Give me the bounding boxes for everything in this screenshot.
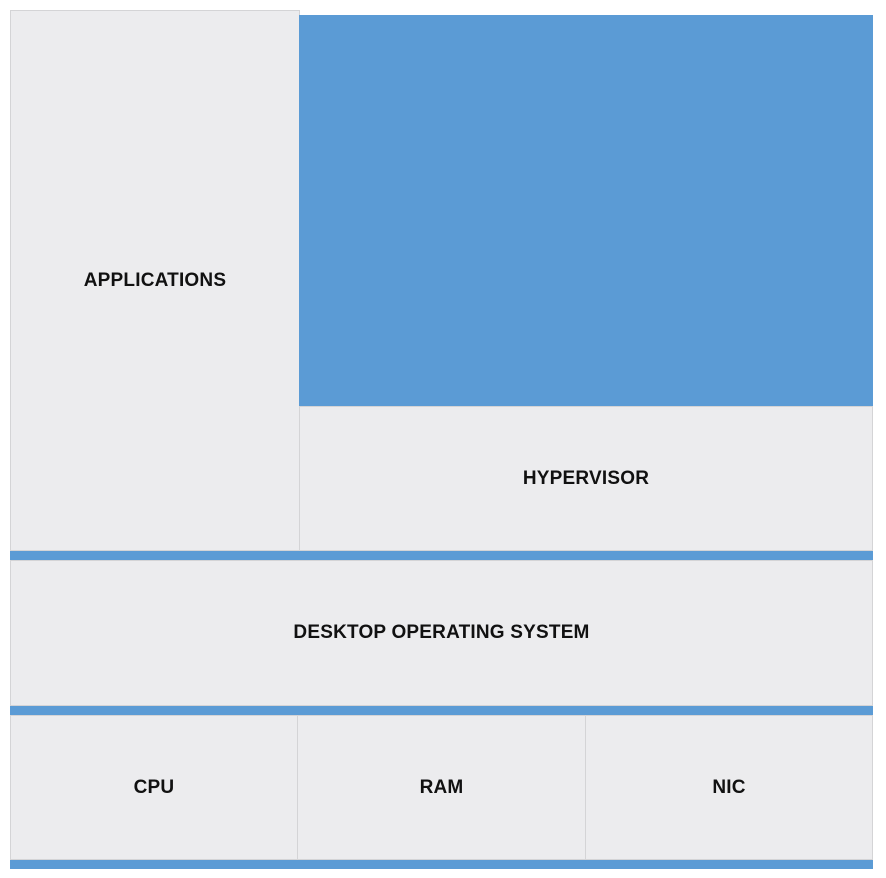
- cpu-component: CPU: [10, 715, 298, 860]
- layer-divider-middle: [10, 706, 873, 715]
- layer-divider-top: [10, 551, 873, 560]
- hypervisor-layer: HYPERVISOR: [299, 406, 873, 551]
- desktop-os-label: DESKTOP OPERATING SYSTEM: [293, 622, 590, 643]
- cpu-label: CPU: [133, 776, 175, 798]
- hypervisor-label: HYPERVISOR: [522, 467, 650, 489]
- nic-component: NIC: [585, 715, 873, 860]
- layer-divider-bottom: [10, 860, 873, 869]
- applications-layer: APPLICATIONS: [10, 10, 300, 551]
- ram-label: RAM: [419, 776, 464, 798]
- applications-label: APPLICATIONS: [83, 269, 227, 291]
- virtual-machine-block: [299, 15, 873, 407]
- nic-label: NIC: [712, 776, 746, 798]
- ram-component: RAM: [297, 715, 586, 860]
- desktop-os-layer: DESKTOP OPERATING SYSTEM: [10, 560, 873, 706]
